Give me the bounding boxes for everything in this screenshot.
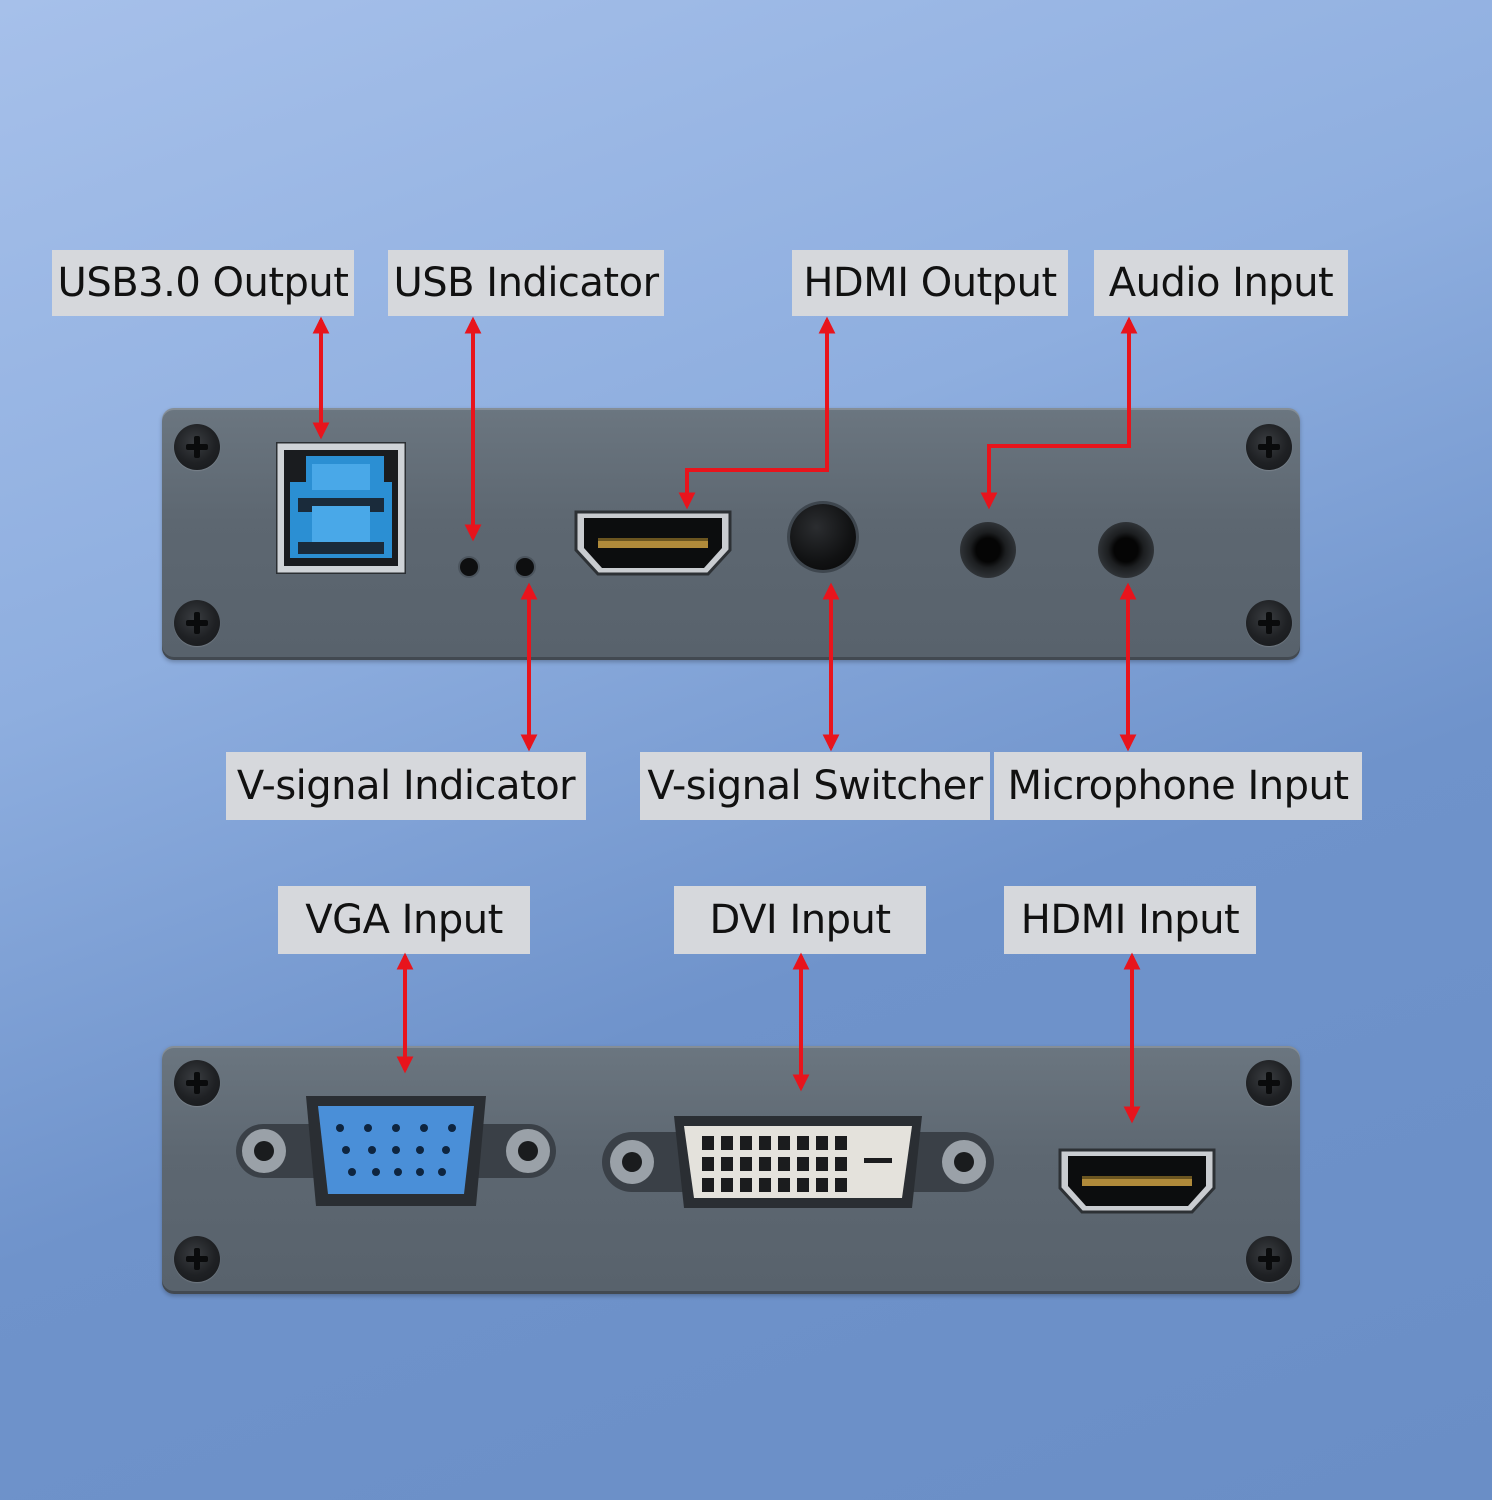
dvi-pin bbox=[797, 1136, 809, 1150]
dvi-pin bbox=[797, 1157, 809, 1171]
dvi-pin bbox=[721, 1157, 733, 1171]
dvi-pin bbox=[816, 1157, 828, 1171]
label-usb30-output: USB3.0 Output bbox=[52, 250, 354, 316]
screw-icon bbox=[1246, 1060, 1292, 1106]
screw-icon bbox=[174, 1236, 220, 1282]
label-hdmi-input: HDMI Input bbox=[1004, 886, 1256, 954]
dvi-pin bbox=[740, 1136, 752, 1150]
dvi-port-icon bbox=[602, 1116, 994, 1208]
dvi-pin bbox=[740, 1178, 752, 1192]
label-microphone-input: Microphone Input bbox=[994, 752, 1362, 820]
dvi-pin bbox=[702, 1178, 714, 1192]
microphone-input-jack bbox=[1098, 522, 1154, 578]
label-vga-input: VGA Input bbox=[278, 886, 530, 954]
dvi-pin bbox=[816, 1136, 828, 1150]
arrow-hdmi-output bbox=[678, 316, 836, 510]
dvi-pin bbox=[740, 1157, 752, 1171]
audio-input-jack bbox=[960, 522, 1016, 578]
dvi-pin bbox=[797, 1178, 809, 1192]
vga-port-icon bbox=[236, 1096, 556, 1206]
screw-icon bbox=[1246, 1236, 1292, 1282]
label-audio-input: Audio Input bbox=[1094, 250, 1348, 316]
dvi-pin bbox=[778, 1136, 790, 1150]
bottom-panel bbox=[162, 1046, 1300, 1294]
dvi-pin bbox=[835, 1178, 847, 1192]
label-usb-indicator: USB Indicator bbox=[388, 250, 664, 316]
v-signal-switcher-button[interactable] bbox=[790, 504, 856, 570]
dvi-pin bbox=[835, 1136, 847, 1150]
screw-icon bbox=[174, 424, 220, 470]
usb-b-port-icon bbox=[276, 442, 406, 574]
dvi-pin bbox=[721, 1136, 733, 1150]
screw-icon bbox=[174, 1060, 220, 1106]
hdmi-port-icon bbox=[1058, 1148, 1216, 1214]
dvi-pin bbox=[702, 1157, 714, 1171]
label-hdmi-output: HDMI Output bbox=[792, 250, 1068, 316]
label-dvi-input: DVI Input bbox=[674, 886, 926, 954]
arrow-audio-input bbox=[980, 316, 1138, 510]
screw-icon bbox=[1246, 600, 1292, 646]
dvi-pin bbox=[702, 1136, 714, 1150]
hdmi-port-icon bbox=[574, 510, 732, 576]
label-v-signal-switcher: V-signal Switcher bbox=[640, 752, 990, 820]
dvi-pin bbox=[778, 1157, 790, 1171]
dvi-pin bbox=[721, 1178, 733, 1192]
screw-icon bbox=[1246, 424, 1292, 470]
label-v-signal-indicator: V-signal Indicator bbox=[226, 752, 586, 820]
dvi-pin bbox=[816, 1178, 828, 1192]
usb-indicator-led bbox=[460, 558, 478, 576]
dvi-pin bbox=[759, 1157, 771, 1171]
screw-icon bbox=[174, 600, 220, 646]
dvi-pin bbox=[759, 1178, 771, 1192]
dvi-pin bbox=[835, 1157, 847, 1171]
dvi-pin bbox=[778, 1178, 790, 1192]
v-signal-indicator-led bbox=[516, 558, 534, 576]
dvi-pin bbox=[759, 1136, 771, 1150]
